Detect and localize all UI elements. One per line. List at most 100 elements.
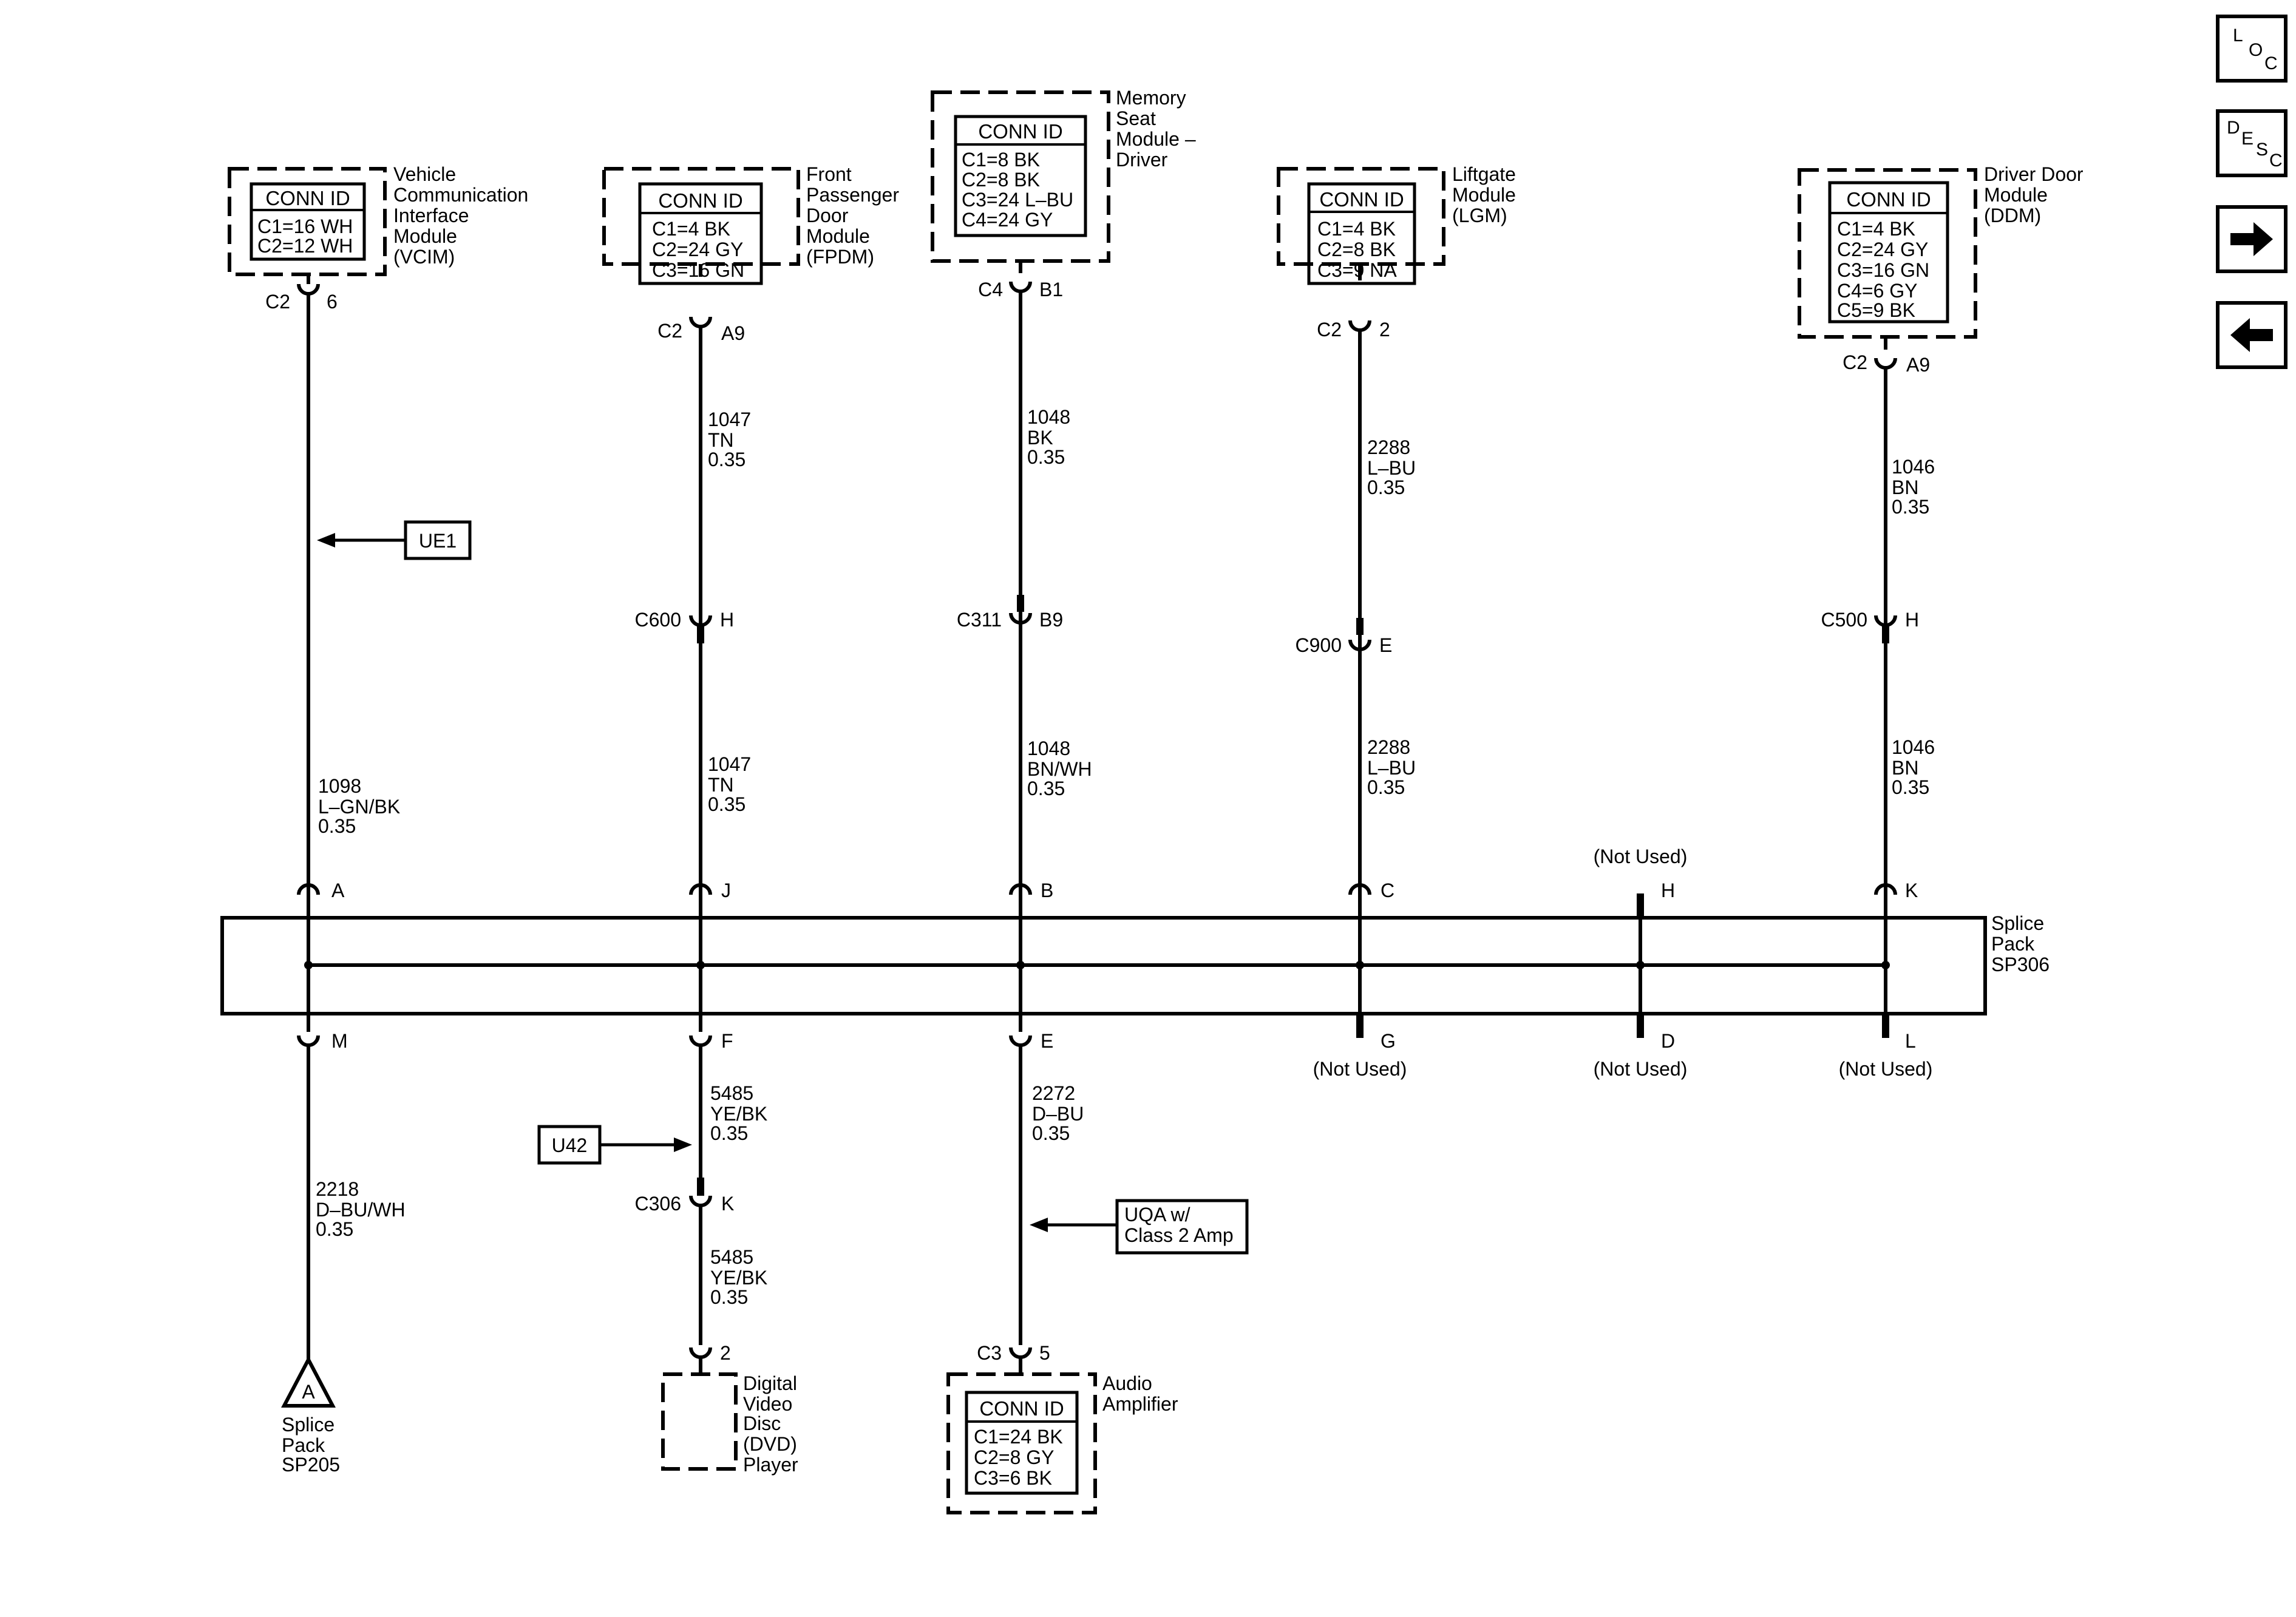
sp306-pin-bottom: D (1661, 1030, 1675, 1052)
sp205-symbol-letter: A (302, 1381, 315, 1403)
c600-name: C600 (635, 609, 682, 631)
msm-conn-title: CONN ID (978, 120, 1062, 143)
lgm-conn-line: C1=4 BK (1317, 218, 1396, 240)
wire-label: 0.35 (316, 1218, 353, 1240)
vcim-conn-line: C2=12 WH (257, 235, 353, 257)
c600-pin: H (720, 609, 734, 631)
msm-conn-id-box (954, 115, 1087, 237)
lgm-conn-line: C3=9 NA (1317, 259, 1397, 281)
vcim-name-line: Module (393, 225, 457, 247)
desc-letter: D (2227, 118, 2240, 138)
sp306-name-line: SP306 (1991, 954, 2050, 975)
ddm-name-line: (DDM) (1984, 205, 2041, 226)
lgm-name-line: Module (1452, 184, 1516, 206)
wire-label: 0.35 (1027, 446, 1065, 468)
wire-label: 1046 (1892, 456, 1935, 478)
ddm-conn-line: C1=4 BK (1837, 218, 1915, 240)
sp306-pin-bottom: L (1905, 1030, 1916, 1052)
msm-pin-left: C4 (978, 279, 1003, 300)
loc-letter: L (2233, 25, 2243, 46)
dvd-name-line: Digital (743, 1372, 797, 1394)
vcim-name-line: Interface (393, 205, 469, 226)
amp-name-line: Amplifier (1102, 1393, 1178, 1415)
vcim-conn-title: CONN ID (265, 187, 350, 209)
sp205-symbol (281, 1355, 336, 1408)
prev-button[interactable] (2216, 301, 2288, 369)
wire-label: 1047 (708, 408, 751, 430)
wire-label: BN (1892, 757, 1918, 779)
amp-conn-id-box (965, 1391, 1079, 1495)
vcim-conn-line: C1=16 WH (257, 215, 353, 237)
sp306-pin-top: H (1661, 880, 1675, 901)
desc-letter: S (2256, 140, 2269, 160)
wire-label: 0.35 (1892, 776, 1929, 798)
dvd-name-line: Video (743, 1393, 792, 1415)
vcim-name-line: Vehicle (393, 163, 456, 185)
fpdm-name-line: Front (806, 163, 852, 185)
fpdm-conn-id-box (638, 182, 763, 285)
wire-label: L–BU (1367, 457, 1416, 479)
wire-label: D–BU/WH (316, 1199, 406, 1221)
c900-connector (1348, 639, 1371, 651)
fpdm-module-outline (602, 167, 800, 266)
desc-button[interactable]: D E S C (2216, 109, 2288, 177)
sp306-pin-top: C (1381, 880, 1394, 901)
ddm-name-line: Module (1984, 184, 2048, 206)
wire-label: 2272 (1032, 1082, 1075, 1104)
dvd-connector (689, 1347, 712, 1359)
msm-conn-line: C3=24 L–BU (962, 189, 1073, 211)
sp306-pin-top: J (721, 880, 731, 901)
msm-conn-line: C1=8 BK (962, 149, 1040, 171)
desc-letter: C (2269, 151, 2283, 171)
c306-name: C306 (635, 1193, 682, 1215)
vcim-connector-c2 (297, 283, 320, 296)
dvd-pin-right: 2 (720, 1342, 731, 1364)
wire-label: 2218 (316, 1178, 359, 1200)
wire-label: D–BU (1032, 1103, 1084, 1125)
dvd-name-line: Disc (743, 1412, 781, 1434)
uqa-label-line: Class 2 Amp (1124, 1224, 1234, 1246)
ddm-conn-line: C2=24 GY (1837, 239, 1928, 260)
u42-label: U42 (552, 1134, 588, 1156)
c311-connector (1009, 612, 1032, 625)
sp306-pin-bottom: M (331, 1030, 348, 1052)
msm-pin-right: B1 (1039, 279, 1063, 300)
c311-pin: B9 (1039, 609, 1063, 631)
msm-conn-line: C4=24 GY (962, 209, 1053, 231)
wire-label: 0.35 (1027, 778, 1065, 799)
wire-label: 2288 (1367, 736, 1410, 758)
wire-label: TN (708, 774, 734, 796)
ddm-connector-c2 (1874, 358, 1897, 370)
wire-label: 1098 (318, 775, 361, 797)
lgm-conn-title: CONN ID (1319, 188, 1404, 211)
wire-label: 0.35 (708, 793, 746, 815)
amp-conn-line: C1=24 BK (974, 1426, 1063, 1448)
lgm-pin-right: 2 (1379, 319, 1390, 341)
vcim-pin-left: C2 (265, 291, 290, 313)
sp205-label-line: Pack (282, 1434, 325, 1456)
next-button[interactable] (2216, 205, 2288, 273)
wire-label: 5485 (710, 1082, 753, 1104)
wire-label: BK (1027, 427, 1053, 449)
c900-pin: E (1379, 634, 1392, 656)
sp306-not-used-d: (Not Used) (1594, 1058, 1688, 1080)
c306-pin: K (721, 1193, 734, 1215)
fpdm-name-line: Passenger (806, 184, 899, 206)
lgm-name-line: Liftgate (1452, 163, 1516, 185)
ddm-pin-right: A9 (1906, 354, 1930, 376)
fpdm-pin-left: C2 (657, 320, 682, 342)
amp-pin-right: 5 (1039, 1342, 1050, 1364)
ue1-label: UE1 (419, 530, 457, 552)
amp-pin-left: C3 (977, 1342, 1002, 1364)
amp-module-outline (946, 1372, 1097, 1514)
dvd-module-outline (661, 1372, 738, 1471)
wire-label: 0.35 (710, 1286, 748, 1308)
wire-label: BN (1892, 476, 1918, 498)
ddm-conn-line: C4=6 GY (1837, 280, 1918, 302)
loc-letter: O (2249, 40, 2263, 60)
vcim-name-line: Communication (393, 184, 528, 206)
amp-conn-line: C3=6 BK (974, 1467, 1052, 1489)
loc-button[interactable]: L O C (2216, 15, 2288, 83)
sp306-pin-top: A (331, 880, 345, 901)
